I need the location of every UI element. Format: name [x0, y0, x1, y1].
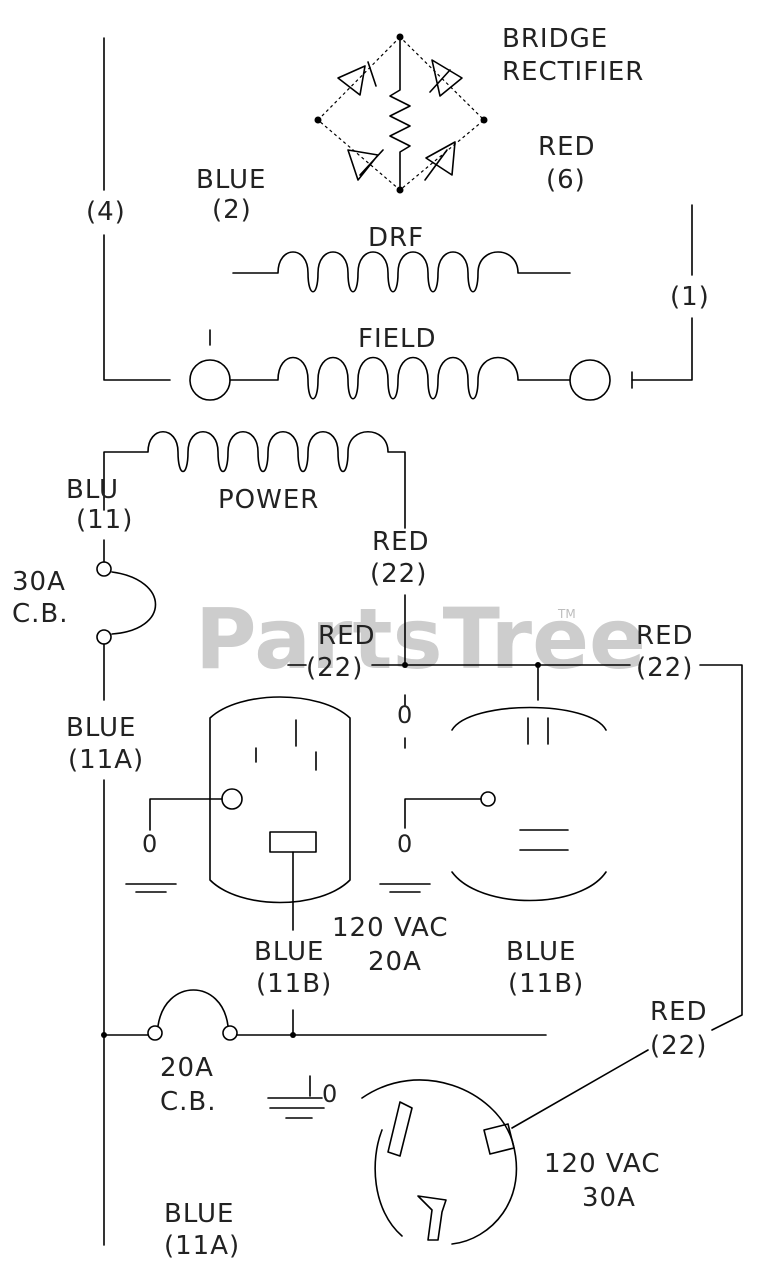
label-wire-22-a: (22) — [370, 559, 427, 589]
watermark-tm: TM — [557, 607, 576, 621]
field-coil — [229, 356, 571, 400]
ground-symbol-right — [379, 883, 431, 893]
cb30-arc — [111, 571, 157, 635]
wire-4 — [103, 37, 171, 381]
label-wire-4: (4) — [86, 197, 126, 227]
wire-22-bus — [287, 664, 743, 1031]
cb20-terminal-left — [147, 1025, 163, 1041]
label-cb30-abbr: C.B. — [12, 599, 69, 629]
cb30-terminal-top — [96, 561, 112, 577]
label-wire-22-b: (22) — [306, 653, 363, 683]
cb20-arc — [157, 989, 229, 1027]
label-zero-right: 0 — [397, 830, 413, 858]
ground-symbol-30a — [267, 1097, 325, 1119]
label-recept-120-a: 120 VAC — [332, 913, 449, 943]
label-red-6: RED — [538, 132, 596, 162]
drf-coil — [232, 251, 571, 293]
cb20-terminal-right — [222, 1025, 238, 1041]
label-zero-left: 0 — [142, 830, 158, 858]
label-wire-6: (6) — [546, 165, 586, 195]
label-wire-11a: (11A) — [68, 745, 144, 775]
label-recept-120-b: 120 VAC — [544, 1149, 661, 1179]
bridge-label-line1: BRIDGE — [502, 24, 608, 54]
label-cb30: 30A — [12, 567, 66, 597]
label-wire-11-top: (11) — [76, 505, 133, 535]
label-cb20: 20A — [160, 1053, 214, 1083]
cb30-terminal-bottom — [96, 629, 112, 645]
label-blue-11a-bottom: BLUE — [164, 1199, 235, 1229]
label-wire-11b-b: (11B) — [508, 969, 584, 999]
ground-symbol-left — [125, 883, 177, 893]
label-blue-11b-b: BLUE — [506, 937, 577, 967]
bridge-label-line2: RECTIFIER — [502, 57, 644, 87]
label-wire-22-c: (22) — [636, 653, 693, 683]
receptacle-20a-right: 0 — [379, 667, 607, 902]
label-red-22-b: RED — [318, 621, 376, 651]
label-red-22-c: RED — [636, 621, 694, 651]
wire-1 — [631, 204, 693, 381]
power-coil — [103, 430, 406, 529]
label-drf: DRF — [368, 223, 424, 253]
label-zero-mid: 0 — [397, 701, 413, 729]
label-zero-30a: 0 — [322, 1080, 338, 1108]
label-red-22-a: RED — [372, 527, 430, 557]
label-blue-11b-a: BLUE — [254, 937, 325, 967]
receptacle-20a: 0 — [125, 696, 351, 931]
label-recept-20a: 20A — [368, 947, 422, 977]
label-wire-2: (2) — [212, 195, 252, 225]
label-blue-11a: BLUE — [66, 713, 137, 743]
receptacle-30a: 0 — [267, 1075, 518, 1245]
label-wire-22-d: (22) — [650, 1031, 707, 1061]
field-terminal-left — [189, 359, 231, 401]
field-terminal-right — [569, 359, 611, 401]
label-red-22-d: RED — [650, 997, 708, 1027]
label-blue-2: BLUE — [196, 165, 267, 195]
label-recept-30a: 30A — [582, 1183, 636, 1213]
label-power: POWER — [218, 485, 319, 515]
label-wire-1: (1) — [670, 282, 710, 312]
label-wire-11a-bottom: (11A) — [164, 1231, 240, 1261]
label-cb20-abbr: C.B. — [160, 1087, 217, 1117]
label-blu-11: BLU — [66, 475, 119, 505]
label-field: FIELD — [358, 324, 437, 354]
label-wire-11b-a: (11B) — [256, 969, 332, 999]
bridge-rectifier — [314, 33, 488, 194]
watermark: PartsTree — [195, 590, 646, 688]
